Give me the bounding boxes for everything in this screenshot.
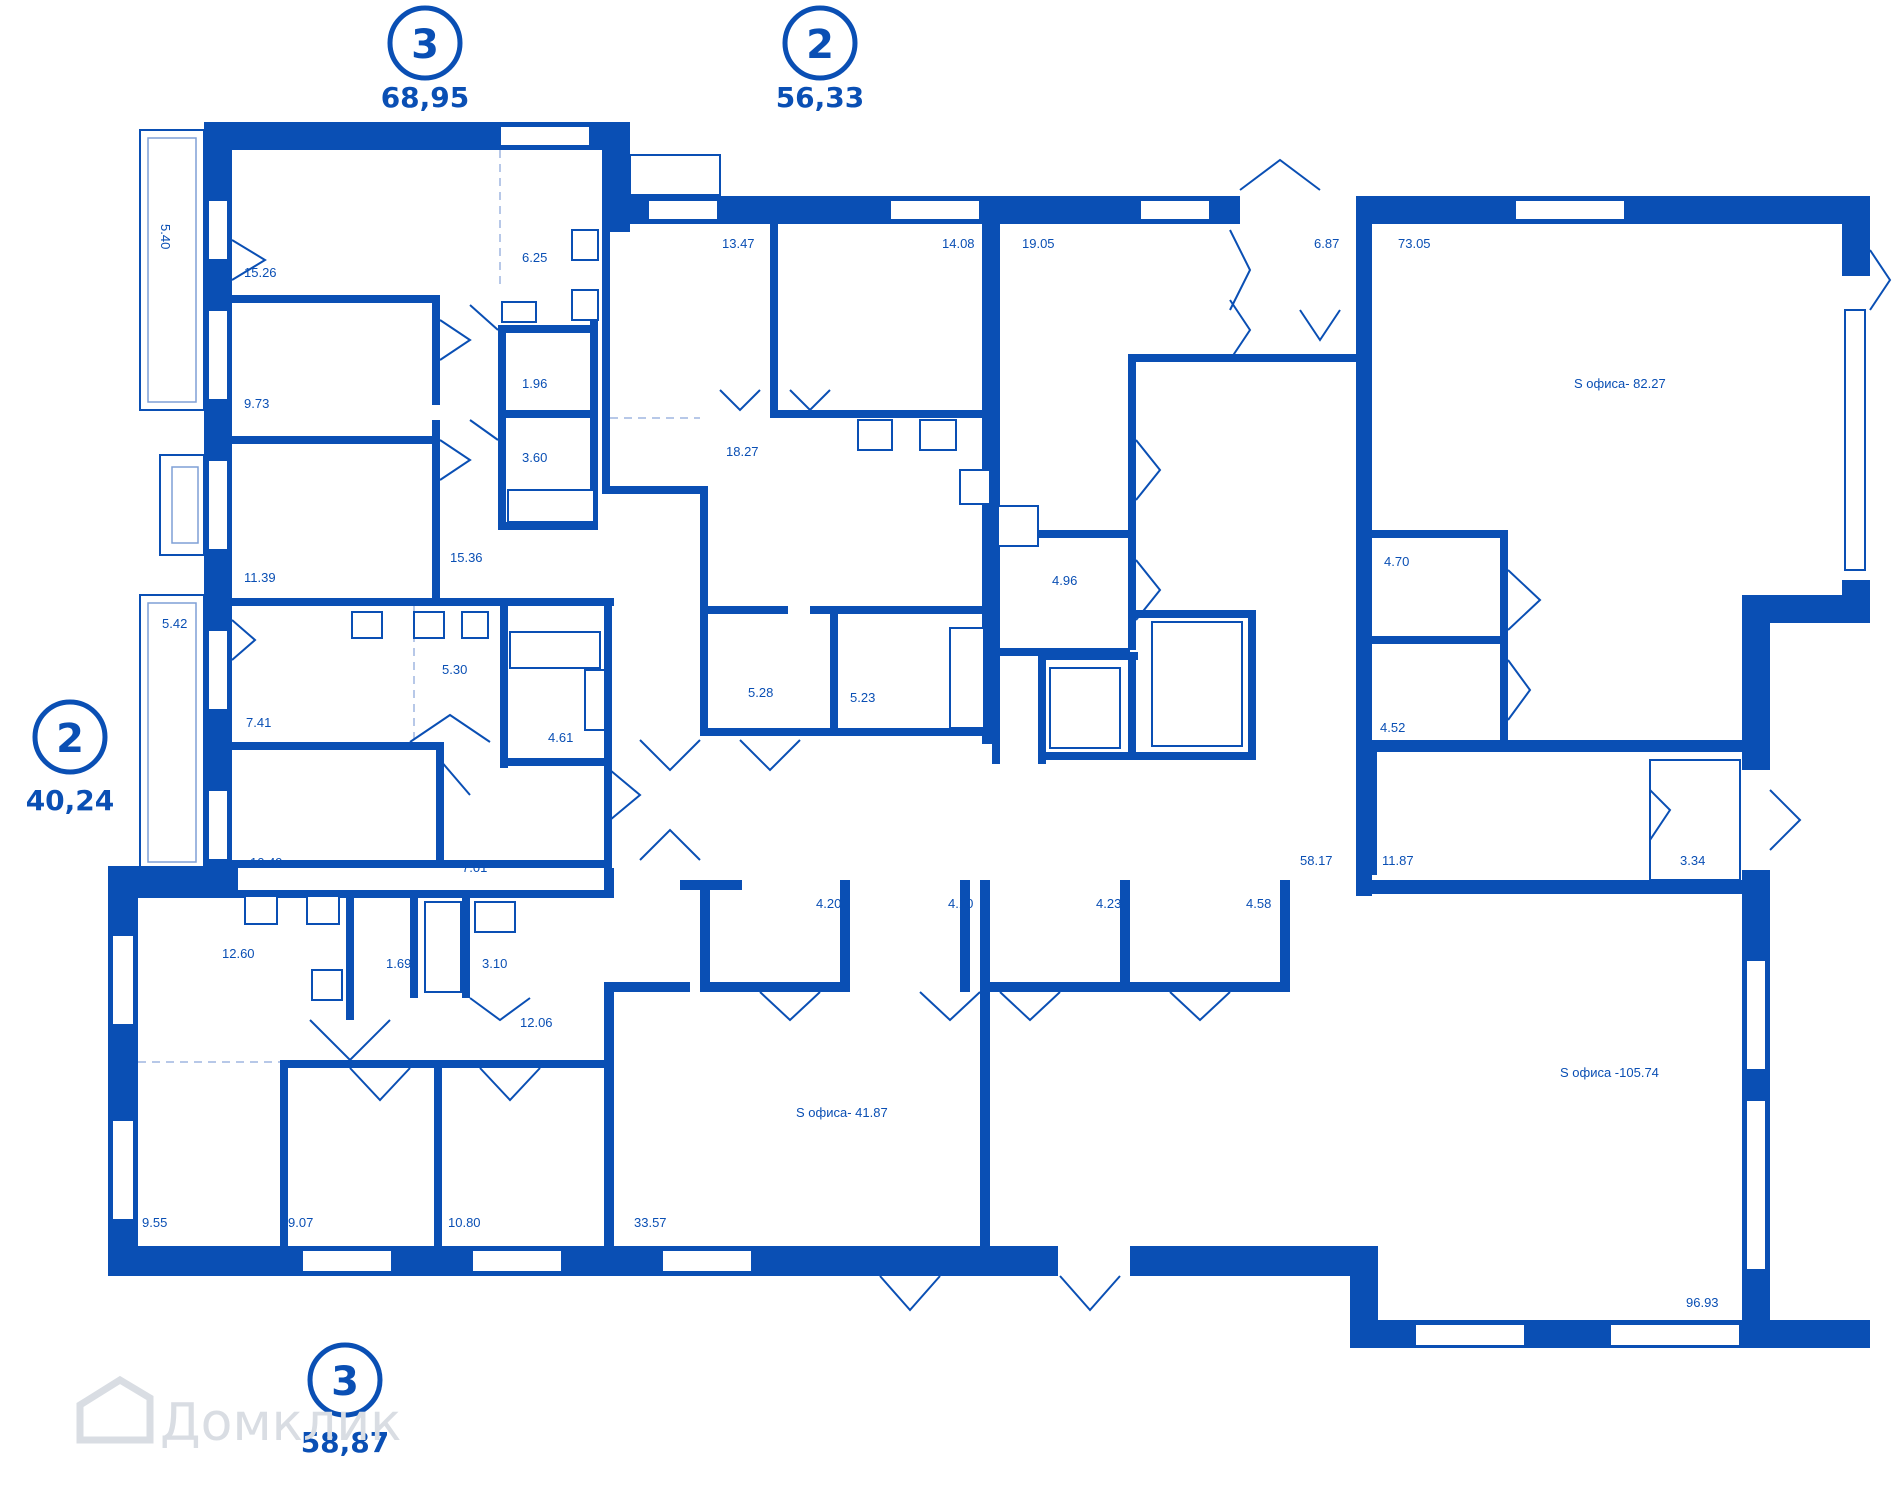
fixtures <box>244 229 1243 1001</box>
area-label: 9.07 <box>288 1215 313 1230</box>
area-label: 12.06 <box>520 1015 553 1030</box>
apartment-badge: 3 58,87 <box>301 1342 390 1459</box>
area-label: 3.10 <box>482 956 507 971</box>
area-label: 9.55 <box>142 1215 167 1230</box>
watermark-text: Домклик <box>160 1393 402 1453</box>
area-label: 15.36 <box>450 550 483 565</box>
watermark: Домклик <box>76 1375 402 1453</box>
area-label: S офиса- 41.87 <box>796 1105 888 1120</box>
doors <box>231 158 1892 1312</box>
area-label: 5.40 <box>158 224 173 249</box>
badge-area: 68,95 <box>381 81 470 114</box>
area-label: 4.10 <box>948 896 973 911</box>
badge-rooms: 2 <box>806 22 834 68</box>
interior-walls <box>138 224 1770 1260</box>
area-label: 1.69 <box>386 956 411 971</box>
area-label: 3.34 <box>1680 853 1705 868</box>
area-label: 33.57 <box>634 1215 667 1230</box>
area-label: 7.41 <box>246 715 271 730</box>
area-label: 9.73 <box>244 396 269 411</box>
area-label: 5.30 <box>442 662 467 677</box>
area-label: 15.26 <box>244 265 277 280</box>
area-label: 11.39 <box>244 570 276 585</box>
area-label: 4.52 <box>1380 720 1405 735</box>
area-label: 4.96 <box>1052 573 1077 588</box>
apartment-badge: 2 40,24 <box>26 699 115 817</box>
area-label: 5.42 <box>162 616 187 631</box>
area-label: S офиса -105.74 <box>1560 1065 1659 1080</box>
house-logo-icon <box>76 1375 154 1444</box>
apartment-badge: 3 68,95 <box>381 5 470 114</box>
badge-area: 56,33 <box>776 81 865 114</box>
area-label: 73.05 <box>1398 236 1431 251</box>
apartment-badge: 2 56,33 <box>776 5 865 114</box>
area-label: 14.08 <box>942 236 975 251</box>
area-label: S офиса- 82.27 <box>1574 376 1666 391</box>
area-label: 11.87 <box>1382 853 1414 868</box>
area-label: 10.80 <box>448 1215 481 1230</box>
area-label: 13.47 <box>722 236 755 251</box>
area-label: 1.96 <box>522 376 547 391</box>
badge-rooms: 2 <box>56 716 84 762</box>
badge-area: 58,87 <box>301 1426 390 1459</box>
room-areas: 5.40 15.26 6.25 9.73 1.96 3.60 11.39 15.… <box>142 224 1719 1310</box>
area-label: 4.23 <box>1096 896 1121 911</box>
area-label: 6.25 <box>522 250 547 265</box>
area-label: 5.28 <box>748 685 773 700</box>
area-label: 6.87 <box>1314 236 1339 251</box>
area-label: 7.01 <box>462 860 487 875</box>
area-label: 12.60 <box>222 946 255 961</box>
area-label: 3.60 <box>522 450 547 465</box>
area-label: 19.05 <box>1022 236 1055 251</box>
area-label: 18.27 <box>726 444 759 459</box>
area-label: 4.61 <box>548 730 573 745</box>
badge-rooms: 3 <box>331 1359 359 1405</box>
area-label: 96.93 <box>1686 1295 1719 1310</box>
area-label: 4.20 <box>816 896 841 911</box>
area-label: 5.23 <box>850 690 875 705</box>
badge-rooms: 3 <box>411 22 439 68</box>
area-label: 10.49 <box>250 855 283 870</box>
area-label: 4.70 <box>1384 554 1409 569</box>
windows <box>111 125 1866 1347</box>
area-label: 4.58 <box>1246 896 1271 911</box>
balconies <box>139 129 1741 881</box>
badge-area: 40,24 <box>26 784 115 817</box>
area-label: 58.17 <box>1300 853 1333 868</box>
